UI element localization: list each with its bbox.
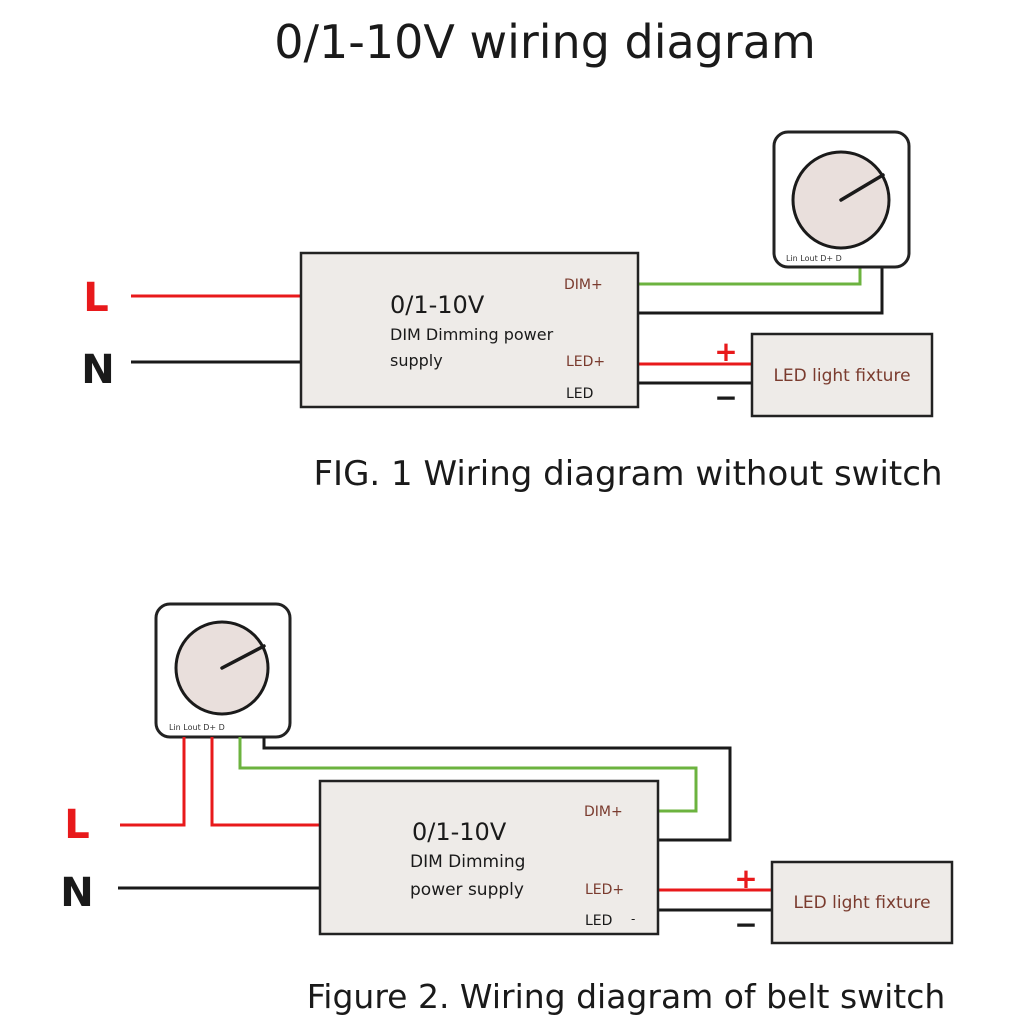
driver-desc-line2: power supply [410, 880, 524, 900]
driver-name: 0/1-10V [390, 291, 485, 319]
figure-2: Lin Lout D+ D L N 0/1-10V DIM Dimming po… [60, 602, 954, 1016]
led-fixture-label: LED light fixture [793, 893, 930, 913]
live-in-wire [120, 737, 186, 827]
driver-desc-line2: supply [390, 351, 443, 370]
terminal-dim-plus: DIM+ [564, 277, 603, 293]
dimmer-pointer [839, 173, 885, 202]
driver-desc-line1: DIM Dimming power [390, 325, 554, 344]
neutral-label: N [81, 347, 114, 393]
terminal-led-plus: LED+ [585, 882, 624, 898]
dimmer-terminals: Lin Lout D+ D [786, 254, 842, 263]
plus-sign: + [714, 335, 737, 368]
dim-minus-wire [638, 267, 884, 315]
page-title: 0/1-10V wiring diagram [274, 15, 816, 69]
live-out-wire [210, 737, 320, 827]
line-label: L [64, 802, 90, 848]
led-fixture [750, 332, 934, 418]
terminal-dim-plus: DIM+ [584, 804, 623, 820]
dimming-driver [318, 779, 660, 936]
led-fixture-label: LED light fixture [773, 366, 910, 386]
driver-desc-line1: DIM Dimming [410, 852, 525, 872]
figure-1: L N 0/1-10V DIM Dimming power supply DIM… [81, 130, 943, 494]
dimmer-terminals: Lin Lout D+ D [169, 723, 225, 732]
dimmer-pointer [220, 644, 266, 670]
driver-name: 0/1-10V [412, 818, 507, 846]
dim-minus-wire [262, 737, 732, 842]
terminal-led-minus-suffix: - [631, 912, 635, 926]
neutral-label: N [60, 870, 93, 916]
plus-sign: + [734, 862, 757, 895]
dim-plus-wire [238, 737, 698, 813]
minus-sign: − [714, 381, 737, 414]
figure-1-caption: FIG. 1 Wiring diagram without switch [313, 454, 942, 494]
terminal-led-plus: LED+ [566, 354, 605, 370]
figure-2-caption: Figure 2. Wiring diagram of belt switch [307, 977, 946, 1016]
minus-sign: − [734, 908, 757, 941]
line-label: L [83, 275, 109, 321]
terminal-led-minus: LED [566, 386, 593, 402]
dimming-driver [299, 251, 640, 409]
led-fixture [770, 860, 954, 945]
dim-plus-wire [638, 267, 862, 286]
terminal-led-minus: LED [585, 913, 612, 929]
